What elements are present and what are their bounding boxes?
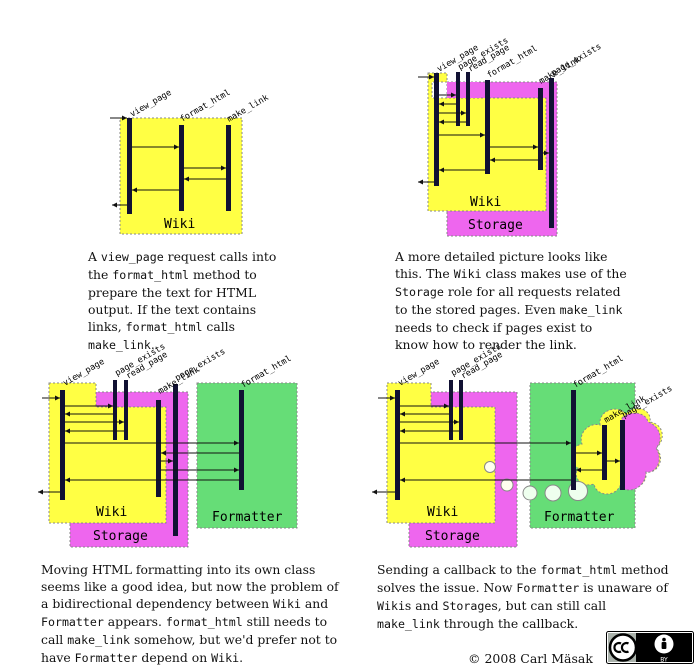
- license-by-label: BY: [660, 656, 668, 663]
- callback-bubble: [484, 461, 496, 473]
- storage-box-inner: [447, 82, 479, 98]
- copyright-notice: © 2008 Carl Mäsak: [468, 651, 593, 666]
- lifeline-view-page: [395, 390, 400, 500]
- lifeline-read-page: [466, 72, 470, 126]
- caption-code: format_html: [125, 320, 203, 334]
- box-label-formatter: Formatter: [544, 510, 615, 525]
- formatter-box: [196, 382, 298, 529]
- box-label-storage: Storage: [425, 529, 480, 544]
- caption-3: Moving HTML formatting into its own clas…: [41, 561, 343, 667]
- diagram-1: Wiki view_page format_html make_link: [110, 88, 271, 235]
- method-label: view_page: [129, 88, 174, 120]
- diagram-3: Wiki Storage Formatter view_page page_ex…: [38, 342, 298, 548]
- lifeline-page-exists-2: [620, 420, 625, 490]
- caption-4: Sending a callback to the format_html me…: [377, 561, 669, 633]
- lifeline-view-page: [127, 118, 132, 214]
- lifeline-page-exists: [456, 72, 460, 126]
- lifeline-format-html: [485, 80, 490, 174]
- box-label-wiki: Wiki: [470, 195, 501, 210]
- caption-text: Sending a callback to the: [377, 562, 541, 577]
- lifeline-read-page: [459, 380, 463, 440]
- lifeline-page-exists-2: [173, 384, 178, 536]
- box-label-storage: Storage: [468, 218, 523, 233]
- caption-code: format_html: [112, 268, 190, 282]
- method-label: page_exists: [550, 42, 604, 79]
- cc-by-license-badge[interactable]: BY: [606, 631, 694, 664]
- lifeline-view-page: [434, 73, 439, 186]
- lifeline-make-link: [156, 400, 161, 497]
- caption-text: method to prepare the text for HTML outp…: [88, 267, 257, 334]
- caption-text: .: [150, 337, 155, 352]
- caption-text: needs to check if pages exist to know ho…: [395, 320, 593, 352]
- lifeline-format-html: [179, 125, 184, 211]
- wiki-box: [386, 382, 496, 524]
- lifeline-page-exists-2: [549, 78, 554, 228]
- lifeline-make-link: [602, 425, 607, 480]
- caption-code: Wiki: [273, 597, 301, 611]
- caption-code: Formatter: [74, 651, 138, 665]
- caption-text: and: [300, 596, 329, 611]
- caption-text: depend on: [137, 650, 212, 665]
- caption-text: s and: [404, 598, 443, 613]
- box-label-storage: Storage: [93, 529, 148, 544]
- caption-code: Formatter: [516, 581, 580, 595]
- caption-text: role for all requests related to the sto…: [395, 284, 621, 317]
- caption-code: make_link: [559, 303, 623, 317]
- caption-code: make_link: [377, 617, 440, 631]
- caption-code: make_link: [67, 633, 131, 647]
- lifeline-make-link: [538, 88, 543, 170]
- lifeline-read-page: [124, 380, 128, 440]
- caption-code: Wiki: [211, 651, 240, 665]
- caption-text: method solves the issue. Now: [377, 562, 669, 595]
- caption-text: s, but can still call: [491, 598, 607, 613]
- lifeline-format-html: [239, 390, 244, 490]
- callback-bubble: [544, 484, 562, 502]
- diagram-2: Wiki Storage view_page page_exists read_…: [418, 36, 604, 237]
- caption-text: calls: [202, 319, 235, 334]
- caption-text: request calls into the: [88, 249, 277, 282]
- caption-code: format_html: [540, 563, 618, 577]
- caption-text: .: [239, 650, 244, 665]
- caption-code: Wiki: [453, 267, 482, 281]
- callback-bubble: [522, 485, 538, 501]
- caption-text: A: [88, 249, 101, 264]
- caption-code: Wiki: [377, 599, 405, 613]
- lifeline-format-html: [571, 390, 576, 490]
- caption-text: somehow, but we'd prefer not to have: [41, 632, 338, 665]
- wiki-box: [48, 382, 167, 524]
- lifeline-page-exists: [113, 380, 117, 440]
- caption-code: format_html: [165, 615, 243, 629]
- caption-text: appears.: [103, 614, 166, 629]
- callback-cloud-storage: [621, 412, 661, 491]
- caption-2: A more detailed picture looks like this.…: [395, 248, 627, 353]
- method-label: make_link: [226, 93, 271, 125]
- diagram-4: Wiki Storage Formatter view_page page_ex…: [372, 342, 674, 548]
- caption-code: Storage: [395, 285, 444, 299]
- caption-code: Formatter: [41, 615, 104, 629]
- caption-code: Storage: [442, 599, 492, 613]
- caption-code: make_link: [88, 338, 151, 352]
- caption-text: A more detailed picture looks like this.…: [395, 249, 608, 281]
- caption-text: still needs to call: [41, 614, 328, 647]
- box-label-wiki: Wiki: [96, 505, 127, 520]
- callback-bubble: [500, 478, 514, 492]
- caption-text: class makes use of the: [481, 266, 627, 281]
- box-label-wiki: Wiki: [427, 505, 458, 520]
- box-label-wiki: Wiki: [164, 217, 195, 232]
- lifeline-make-link: [226, 125, 231, 211]
- caption-text: Moving HTML formatting into its own clas…: [41, 562, 339, 611]
- caption-text: is unaware of: [579, 580, 668, 595]
- box-label-formatter: Formatter: [212, 510, 283, 525]
- caption-code: view_page: [100, 250, 164, 264]
- lifeline-page-exists: [449, 380, 453, 440]
- caption-1: A view_page request calls into the forma…: [88, 248, 293, 354]
- caption-text: through the callback.: [439, 616, 579, 631]
- lifeline-view-page: [60, 390, 65, 500]
